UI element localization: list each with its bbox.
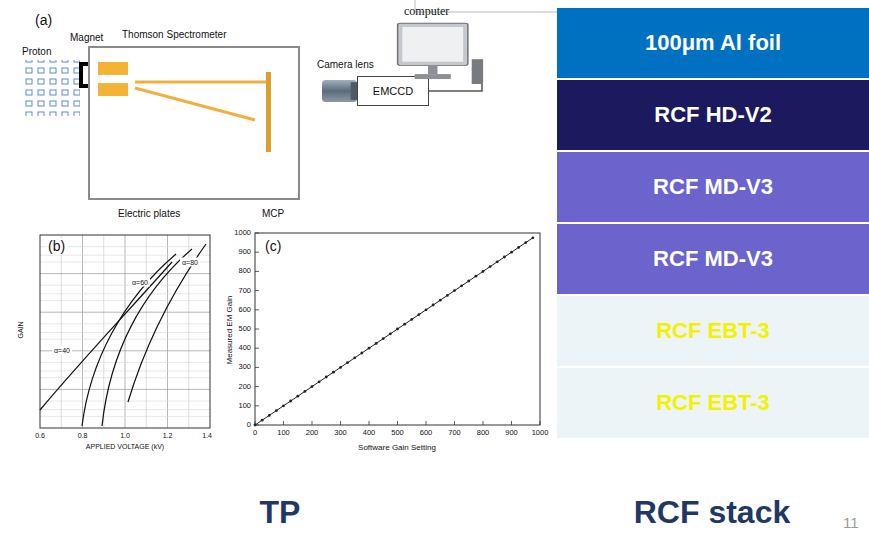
lens-shape (322, 80, 357, 102)
chart-text: 100 (238, 402, 251, 410)
chart-text: 500 (238, 325, 251, 333)
part-label: Camera lens (317, 59, 374, 70)
slide-caption: 11 (843, 515, 859, 530)
chart-text: α=40 (52, 346, 72, 355)
chart-text: Measured EM Gain (226, 296, 234, 365)
chart-text: 1.4 (202, 432, 212, 439)
chart-text: 0.8 (78, 432, 88, 439)
part-label: Magnet (70, 32, 103, 43)
chart-text: 300 (334, 429, 347, 437)
chart-text: 900 (238, 248, 251, 256)
em-gain-chart-ticks (255, 233, 540, 425)
chart-text: Software Gain Setting (358, 444, 436, 452)
electric-plate (135, 81, 266, 84)
label: Electric plates (118, 209, 180, 219)
stack-layer: RCF EBT-3 (557, 296, 869, 366)
panel-letter: (b) (46, 238, 67, 254)
chart-text: 300 (238, 364, 251, 372)
label: Proton (22, 47, 51, 57)
chart-text: 800 (238, 268, 251, 276)
chart-text: 0 (247, 421, 251, 429)
chart-text: 0 (253, 429, 257, 437)
mcp-detector (266, 72, 271, 152)
chart-text: 200 (238, 383, 251, 391)
chart-text: 1000 (234, 229, 251, 237)
chart-text: 700 (238, 287, 251, 295)
camera-box: EMCCD (357, 76, 429, 106)
part-label: computer (404, 5, 449, 18)
magnet: Magnet (98, 62, 128, 96)
magnet-shape (98, 62, 128, 96)
em-gain-chart-frame (255, 233, 540, 425)
camera-lens: Camera lens (322, 80, 357, 102)
box-label: EMCCD (373, 85, 413, 97)
axis-title: APPLIED VOLTAGE (kV) (86, 443, 164, 450)
chart-text: 600 (238, 306, 251, 314)
em-gain-line (255, 238, 533, 425)
electric-plate (135, 88, 255, 120)
layer-name: 100μm Al foil (645, 31, 781, 55)
cable (429, 84, 482, 91)
monitor-shape (390, 22, 485, 84)
slide-caption: RCF stack (634, 496, 791, 528)
axis-title: GAIN (17, 321, 24, 338)
proton-beam (24, 60, 80, 116)
em-gain-points (254, 236, 535, 426)
computer: computer (390, 22, 485, 84)
chart-text: 700 (448, 429, 461, 437)
chart-text: (c) (263, 238, 283, 254)
panel-letter: (a) (35, 13, 52, 27)
layer-name: RCF HD-V2 (654, 103, 771, 127)
chart-text: 400 (363, 429, 376, 437)
chart-text: α=80 (180, 258, 200, 267)
part-label: Thomson Spectrometer (122, 29, 227, 40)
layer-name: RCF MD-V3 (653, 175, 773, 199)
chart-text: 500 (391, 429, 404, 437)
chart-text: 800 (477, 429, 490, 437)
gain-chart-frame (40, 235, 210, 428)
chart-text: 100 (277, 429, 290, 437)
chart-text: 200 (306, 429, 319, 437)
layer-name: RCF MD-V3 (653, 247, 773, 271)
slide-caption: TP (260, 496, 301, 528)
layer-name: RCF EBT-3 (656, 319, 770, 343)
chart-text: 600 (420, 429, 433, 437)
chart-text: 400 (238, 344, 251, 352)
gain-chart-grid (40, 235, 210, 428)
stack-layer: 100μm Al foil (557, 8, 869, 78)
chart-text: 900 (505, 429, 518, 437)
chart-text: 1.2 (163, 432, 173, 439)
chart-text: 1000 (532, 429, 549, 437)
chart-text: 0.6 (35, 432, 45, 439)
stack-layer: RCF MD-V3 (557, 152, 869, 222)
label: MCP (262, 209, 284, 219)
layer-name: RCF EBT-3 (656, 391, 770, 415)
spectrometer-housing: Thomson SpectrometerMagnet (88, 46, 300, 200)
chart-text: α=60 (130, 278, 150, 287)
gain-curves (40, 244, 206, 426)
chart-text: 1.0 (120, 432, 130, 439)
stack-layer: RCF EBT-3 (557, 368, 869, 438)
stack-layer: RCF HD-V2 (557, 80, 869, 150)
stack-layer: RCF MD-V3 (557, 224, 869, 294)
